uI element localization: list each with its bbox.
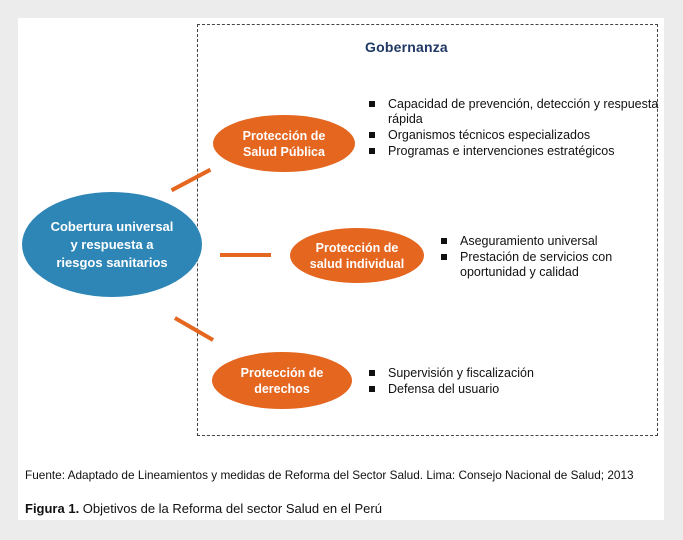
list-item: Aseguramiento universal [441,234,641,249]
branch-label-derechos: Protección de derechos [240,365,324,396]
bullet-square-icon [369,132,375,138]
list-item: Defensa del usuario [369,382,589,397]
branch-label-salud-publica: Protección de Salud Pública [242,128,326,159]
bullet-square-icon [369,101,375,107]
connector-salud-individual [220,253,271,257]
governance-title: Gobernanza [365,39,448,55]
list-item: Capacidad de prevención, detección y res… [369,97,659,127]
center-node-label: Cobertura universal y respuesta a riesgo… [50,218,174,270]
list-item-text: Capacidad de prevención, detección y res… [388,97,659,126]
list-item: Supervisión y fiscalización [369,366,589,381]
bullet-square-icon [369,386,375,392]
list-item: Organismos técnicos especializados [369,128,659,143]
list-item-text: Organismos técnicos especializados [388,128,591,142]
center-node: Cobertura universal y respuesta a riesgo… [22,192,202,297]
source-note: Fuente: Adaptado de Lineamientos y medid… [25,468,634,482]
list-item-text: Aseguramiento universal [460,234,598,248]
bullet-list-salud-individual: Aseguramiento universal Prestación de se… [441,234,641,281]
branch-label-salud-individual: Protección de salud individual [309,240,405,271]
list-item-text: Defensa del usuario [388,382,500,396]
branch-node-salud-publica: Protección de Salud Pública [213,115,355,172]
bullet-square-icon [441,238,447,244]
figure-number: Figura 1. [25,501,80,516]
figure-caption-text: Objetivos de la Reforma del sector Salud… [79,501,382,516]
bullet-square-icon [369,370,375,376]
branch-node-derechos: Protección de derechos [212,352,352,409]
bullet-list-salud-publica: Capacidad de prevención, detección y res… [369,97,659,160]
list-item-text: Supervisión y fiscalización [388,366,534,380]
list-item: Prestación de servicios con oportunidad … [441,250,641,280]
list-item-text: Prestación de servicios con oportunidad … [460,250,613,279]
list-item: Programas e intervenciones estratégicos [369,144,659,159]
bullet-square-icon [369,148,375,154]
list-item-text: Programas e intervenciones estratégicos [388,144,615,158]
bullet-list-derechos: Supervisión y fiscalización Defensa del … [369,366,589,398]
bullet-square-icon [441,254,447,260]
figure-caption: Figura 1. Objetivos de la Reforma del se… [25,501,382,516]
branch-node-salud-individual: Protección de salud individual [290,228,424,283]
